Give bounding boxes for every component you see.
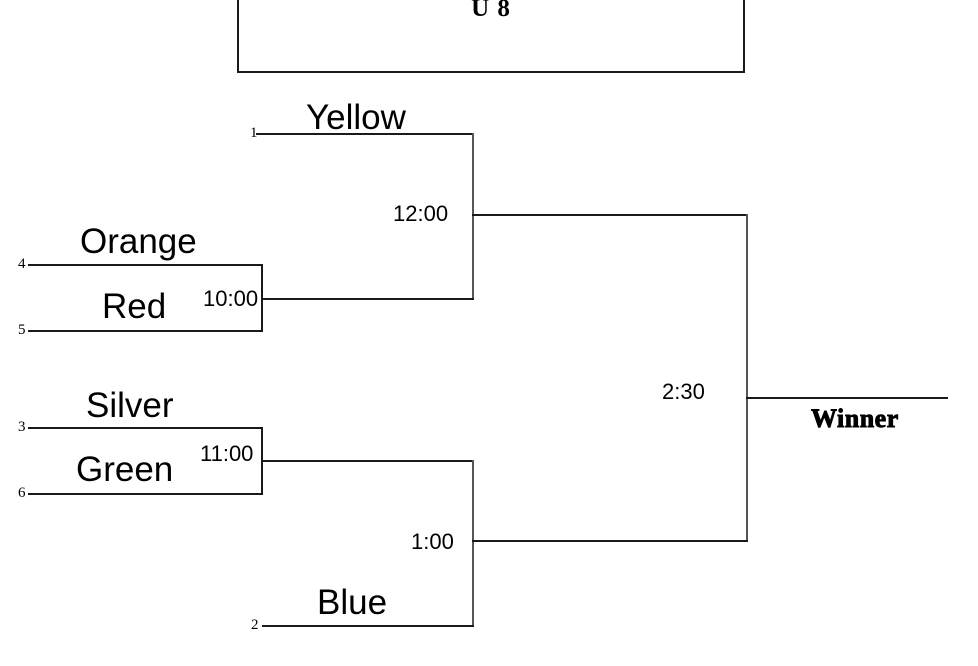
seed-number-blue: 2 (251, 617, 259, 633)
match-time-10-00: 10:00 (203, 286, 259, 311)
winner-label: Winner (811, 404, 899, 433)
match-time-1-00: 1:00 (411, 529, 454, 554)
match-time-2-30: 2:30 (662, 379, 705, 404)
advance-line-11-00 (261, 460, 474, 462)
seed-number-red: 5 (18, 322, 26, 338)
seed-number-green: 6 (18, 485, 26, 501)
advance-line-10-00 (261, 298, 474, 300)
seed-number-orange: 4 (18, 256, 26, 272)
match-line-red (28, 330, 263, 332)
page-title: U 8 (471, 0, 511, 22)
match-line-silver (28, 427, 263, 429)
connector-match-1-00 (472, 460, 474, 625)
seed-number-silver: 3 (18, 419, 26, 435)
match-time-11-00: 11:00 (200, 441, 254, 466)
match-time-12-00: 12:00 (393, 201, 449, 226)
team-label-orange: Orange (80, 222, 197, 261)
match-line-yellow (256, 133, 474, 135)
connector-match-2-30 (746, 214, 748, 540)
winner-line (746, 397, 948, 399)
seed-number-yellow: 1 (250, 125, 258, 141)
team-label-red: Red (102, 287, 167, 326)
match-line-green (28, 493, 263, 495)
team-label-yellow: Yellow (306, 98, 406, 137)
team-label-blue: Blue (317, 583, 388, 622)
team-label-green: Green (76, 450, 174, 489)
match-line-orange (28, 264, 263, 266)
match-line-blue (262, 625, 474, 627)
advance-line-12-00 (472, 214, 748, 216)
title-box (237, 0, 745, 73)
team-label-silver: Silver (86, 386, 174, 425)
advance-line-1-00 (472, 540, 748, 542)
